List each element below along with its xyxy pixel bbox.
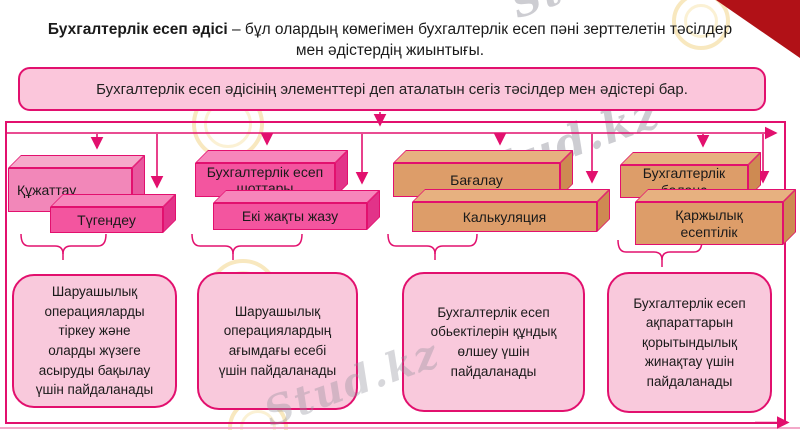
method-box-financial-reporting: Қаржылық есептілік xyxy=(635,189,796,245)
description-box-4: Бухгалтерлік есеп ақпараттарын қорытынды… xyxy=(607,272,772,413)
description-box-3: Бухгалтерлік есеп обьектілерін құндық өл… xyxy=(402,272,585,412)
box-top-face xyxy=(195,150,348,163)
description-text: Шаруашылық операциялардың ағымдағы есебі… xyxy=(218,303,337,378)
brace-col2 xyxy=(191,233,234,260)
method-box-label: Калькуляция xyxy=(462,208,547,225)
box-top-face xyxy=(635,189,796,202)
bottom-divider xyxy=(0,427,800,429)
method-box-calculation: Калькуляция xyxy=(412,189,610,232)
method-box-label: Түгендеу xyxy=(77,211,136,228)
title-lead: Бухгалтерлік есеп әдісі xyxy=(47,21,228,38)
method-box-label: Құжаттау xyxy=(17,181,77,198)
description-text: Бухгалтерлік есеп обьектілерін құндық өл… xyxy=(430,304,557,379)
page-title: Бухгалтерлік есеп әдісі – бұл олардың кө… xyxy=(40,20,740,62)
brace-col3 xyxy=(387,233,436,260)
description-text: Шаруашылық операцияларды тіркеу және ола… xyxy=(35,284,154,398)
box-top-face xyxy=(213,190,380,203)
description-text: Бухгалтерлік есеп ақпараттарын қорытынды… xyxy=(633,295,746,389)
main-flow-box xyxy=(5,121,786,424)
method-box-balance: Бухгалтерлік баланс xyxy=(620,152,761,198)
brace-col3 xyxy=(434,233,478,255)
title-rest: – бұл олардың көмегімен бухгалтерлік есе… xyxy=(227,21,733,59)
box-top-face xyxy=(393,150,573,163)
method-box-accounts: Бухгалтерлік есеп шоттары xyxy=(195,150,348,197)
banner-text: Бухгалтерлік есеп әдісінің элементтері д… xyxy=(96,80,688,98)
method-box-label: Бағалау xyxy=(450,171,503,188)
box-top-face xyxy=(50,194,176,207)
box-top-face xyxy=(8,155,145,168)
brace-col4 xyxy=(661,239,703,261)
brace-col1 xyxy=(20,233,64,260)
brace-col1 xyxy=(62,233,107,255)
description-box-1: Шаруашылық операцияларды тіркеу және ола… xyxy=(12,274,177,408)
box-top-face xyxy=(412,189,610,202)
banner: Бухгалтерлік есеп әдісінің элементтері д… xyxy=(18,67,766,111)
method-box-double-entry: Екі жақты жазу xyxy=(213,190,380,230)
method-box-inventory: Түгендеу xyxy=(50,194,176,233)
brace-col2 xyxy=(232,233,303,255)
box-top-face xyxy=(620,152,761,165)
method-box-label: Қаржылық есептілік xyxy=(675,207,743,240)
description-box-2: Шаруашылық операциялардың ағымдағы есебі… xyxy=(197,272,358,410)
method-box-label: Екі жақты жазу xyxy=(241,208,339,225)
